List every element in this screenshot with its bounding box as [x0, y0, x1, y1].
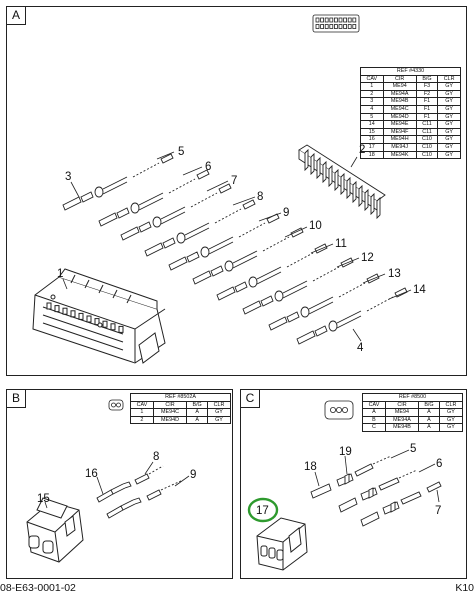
ref-table-cell: GY	[438, 423, 464, 432]
callout-4: 4	[357, 342, 364, 354]
callout-17: 17	[256, 505, 269, 517]
connector-housing-illustration	[32, 268, 166, 364]
callout-6: 6	[205, 161, 211, 173]
callout-9: 9	[283, 207, 289, 219]
callout-6-c: 6	[436, 458, 442, 470]
callout-13: 13	[388, 268, 401, 280]
ref-table-cell: GY	[437, 150, 461, 160]
panel-b-drawing: 8 9 15 16	[26, 399, 196, 563]
callout-10: 10	[309, 220, 322, 232]
callout-15: 15	[37, 493, 50, 505]
terminal-wire-assemblies-c	[310, 455, 442, 527]
callout-8: 8	[257, 191, 263, 203]
callout-5-c: 5	[410, 443, 416, 455]
panel-b-tag: B	[7, 390, 26, 408]
panel-c-tag: C	[241, 390, 260, 408]
terminal-wire-assemblies-b	[96, 465, 184, 519]
callout-5: 5	[178, 146, 184, 158]
callout-9-b: 9	[190, 469, 196, 481]
callout-2: 2	[359, 144, 365, 156]
terminal-strip-illustration	[298, 144, 386, 220]
ref-table-cell: GY	[207, 415, 231, 425]
callout-17-highlight	[247, 497, 279, 523]
ref-table-cell: C10	[415, 150, 439, 160]
connector-3-way-illustration	[256, 517, 308, 571]
terminal-wire-assemblies	[62, 153, 408, 345]
footer-page-code: K10	[455, 582, 474, 594]
callout-3: 3	[65, 171, 71, 183]
connector-2-way-illustration	[26, 497, 84, 563]
panel-a-tag: A	[7, 7, 26, 25]
callout-19: 19	[339, 446, 352, 458]
callout-11: 11	[335, 238, 347, 250]
callout-8-b: 8	[153, 451, 159, 463]
ref-table-cell: ME94D	[152, 415, 188, 425]
callout-16: 16	[85, 468, 98, 480]
footer-document-number: 08-E63-0001-02	[0, 582, 76, 594]
callout-18: 18	[304, 461, 317, 473]
leader-lines-c	[314, 449, 440, 503]
callout-1: 1	[57, 268, 63, 280]
leader-lines-b	[44, 461, 190, 509]
panel-a-drawing: 1 2 3 4 5 6 7 8 9 10 11 12 13 14	[32, 14, 426, 364]
connector-32-pin-icon	[312, 14, 360, 33]
callout-14: 14	[413, 284, 426, 296]
ref-table-cell: ME94B	[384, 423, 420, 432]
panel-c-drawing: 5 6 7 17 18 19	[247, 400, 442, 571]
callout-12: 12	[361, 252, 374, 264]
callout-7-c: 7	[435, 505, 441, 517]
callout-7: 7	[231, 175, 237, 187]
connector-3-pin-icon	[324, 400, 354, 420]
connector-2-pin-icon	[108, 399, 124, 411]
